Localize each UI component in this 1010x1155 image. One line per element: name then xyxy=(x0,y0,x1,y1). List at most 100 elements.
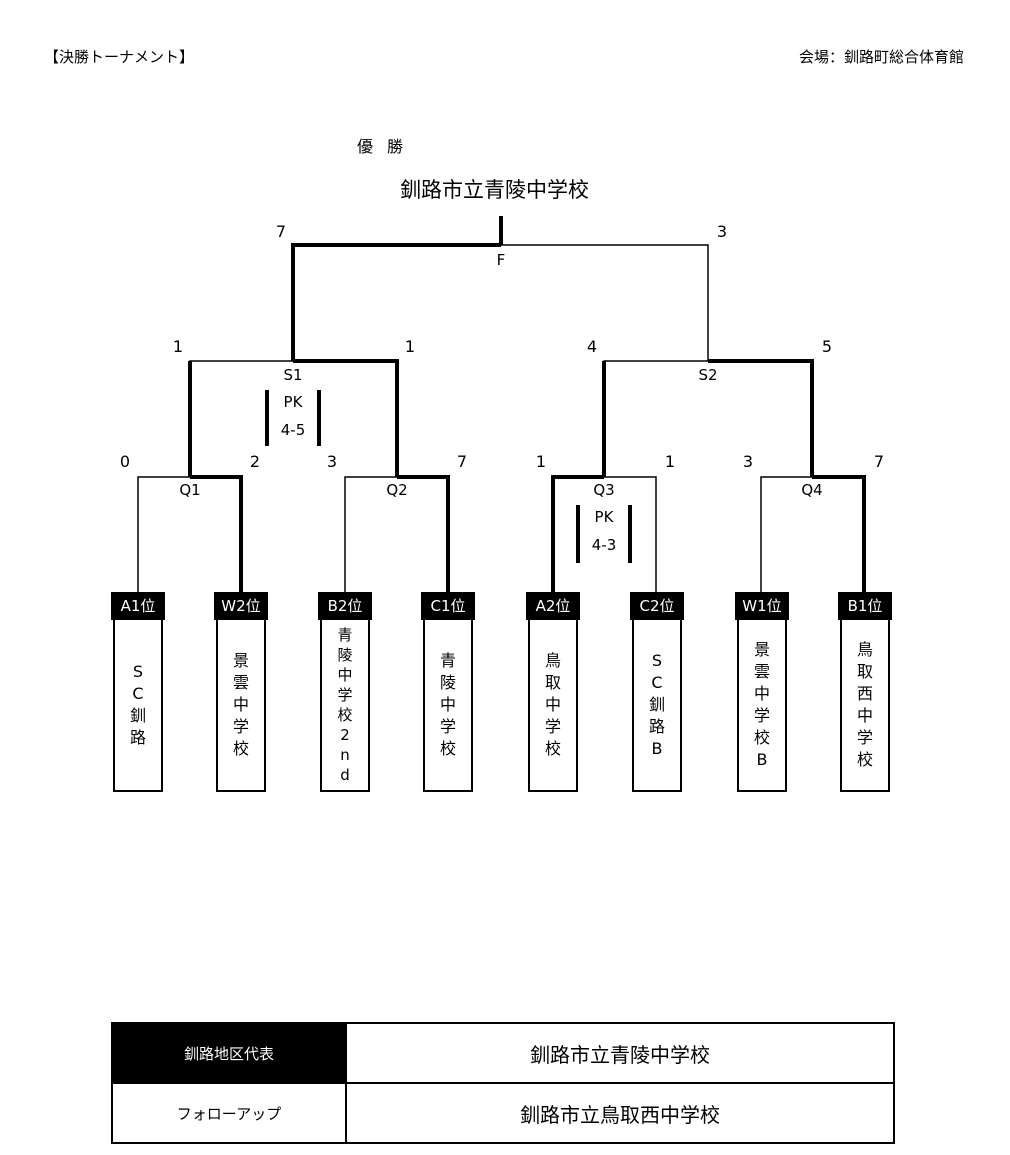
team-name-char: 校 xyxy=(232,739,249,758)
team-name-char: 路 xyxy=(648,717,665,736)
team-name-char: 西 xyxy=(856,684,873,703)
team-name-char: 中 xyxy=(544,695,561,714)
q2-score-left: 3 xyxy=(326,452,338,471)
team-name-char: 校 xyxy=(337,706,353,724)
team-name-char: 中 xyxy=(753,684,770,703)
q2-score-right: 7 xyxy=(456,452,468,471)
team-name-char: 学 xyxy=(856,728,873,747)
team-name-char: d xyxy=(340,766,350,784)
team-name-char: 青 xyxy=(337,626,353,644)
team-seed-badge: C1位 xyxy=(421,592,475,620)
team-name-char: C xyxy=(132,684,144,703)
team-name-char: 中 xyxy=(232,695,249,714)
team-name-char: S xyxy=(132,662,144,681)
team-name-char: 鳥 xyxy=(544,651,561,670)
team-box xyxy=(528,620,578,792)
team-seed-badge: B2位 xyxy=(318,592,372,620)
rep-label: 釧路地区代表 xyxy=(111,1022,347,1084)
tournament-title: 【決勝トーナメント】 xyxy=(44,48,195,66)
s2-label: S2 xyxy=(688,366,728,384)
team-name-char: n xyxy=(340,746,350,764)
final-score-right: 3 xyxy=(716,222,728,241)
team-name-char: 陵 xyxy=(439,673,456,692)
team-box xyxy=(320,620,370,792)
representative-row: 釧路地区代表 釧路市立青陵中学校 xyxy=(111,1022,895,1084)
bracket-winner-lines xyxy=(188,216,866,595)
team-name: 景雲中学校 xyxy=(216,620,266,790)
s2-score-left: 4 xyxy=(586,337,598,356)
q4-score-right: 7 xyxy=(873,452,885,471)
team-name-char: 中 xyxy=(337,666,353,684)
s1-pk-score: 4-5 xyxy=(280,421,306,439)
champion-label: 優勝 xyxy=(357,137,418,156)
q3-score-right: 1 xyxy=(664,452,676,471)
q3-pk-score: 4-3 xyxy=(591,536,617,554)
team-name-char: 学 xyxy=(232,717,249,736)
team-box xyxy=(737,620,787,792)
team-name-char: 校 xyxy=(753,728,770,747)
team-name-char: C xyxy=(651,673,663,692)
team-name-char: 校 xyxy=(856,750,873,769)
team-name-char: 景 xyxy=(753,640,770,659)
team-name: 鳥取中学校 xyxy=(528,620,578,790)
team-name-char: 景 xyxy=(232,651,249,670)
team-name-char: 学 xyxy=(337,686,353,704)
team-name-char: 釧 xyxy=(648,695,665,714)
q3-score-left: 1 xyxy=(535,452,547,471)
q2-label: Q2 xyxy=(377,481,417,499)
team-seed-badge: A1位 xyxy=(111,592,165,620)
team-name-char: 学 xyxy=(753,706,770,725)
q1-label: Q1 xyxy=(170,481,210,499)
team-name-char: 中 xyxy=(439,695,456,714)
follow-up-label: フォローアップ xyxy=(111,1082,347,1144)
representatives-table: 釧路地区代表 釧路市立青陵中学校 フォローアップ 釧路市立鳥取西中学校 xyxy=(111,1022,895,1144)
team-name-char: 陵 xyxy=(337,646,353,664)
team-name-char: 学 xyxy=(544,717,561,736)
q4-score-left: 3 xyxy=(742,452,754,471)
team-box xyxy=(632,620,682,792)
team-box xyxy=(840,620,890,792)
team-box xyxy=(216,620,266,792)
team-name-char: 釧 xyxy=(129,706,146,725)
team-box xyxy=(423,620,473,792)
team-name-char: 雲 xyxy=(232,673,249,692)
team-name-char: 2 xyxy=(340,726,350,744)
team-name-char: 取 xyxy=(856,662,873,681)
team-seed-badge: W2位 xyxy=(214,592,268,620)
final-label: F xyxy=(496,251,506,269)
team-seed-badge: W1位 xyxy=(735,592,789,620)
q3-label: Q3 xyxy=(584,481,624,499)
team-seed-badge: B1位 xyxy=(838,592,892,620)
team-name-char: 路 xyxy=(129,728,146,747)
team-seed-badge: C2位 xyxy=(630,592,684,620)
team-name-char: 中 xyxy=(856,706,873,725)
team-seed-badge: A2位 xyxy=(526,592,580,620)
s1-score-left: 1 xyxy=(172,337,184,356)
q1-score-right: 2 xyxy=(249,452,261,471)
team-box xyxy=(113,620,163,792)
team-name: 青陵中学校 xyxy=(423,620,473,790)
team-name-char: 校 xyxy=(544,739,561,758)
follow-up-school: 釧路市立鳥取西中学校 xyxy=(345,1082,895,1144)
q1-score-left: 0 xyxy=(119,452,131,471)
bracket-lines xyxy=(137,216,866,595)
venue-label: 会場：釧路町総合体育館 xyxy=(798,48,964,66)
s1-label: S1 xyxy=(273,366,313,384)
team-name-char: 校 xyxy=(439,739,456,758)
team-name-char: 青 xyxy=(439,651,456,670)
team-name-char: S xyxy=(651,651,663,670)
final-score-left: 7 xyxy=(275,222,287,241)
follow-up-row: フォローアップ 釧路市立鳥取西中学校 xyxy=(111,1082,895,1144)
team-name-char: B xyxy=(756,750,768,769)
team-name-char: B xyxy=(651,739,663,758)
rep-school: 釧路市立青陵中学校 xyxy=(345,1022,895,1084)
champion-name: 釧路市立青陵中学校 xyxy=(400,178,589,202)
team-name-char: 鳥 xyxy=(856,640,873,659)
q4-label: Q4 xyxy=(792,481,832,499)
s1-score-right: 1 xyxy=(404,337,416,356)
s1-pk-label: PK xyxy=(283,393,303,411)
